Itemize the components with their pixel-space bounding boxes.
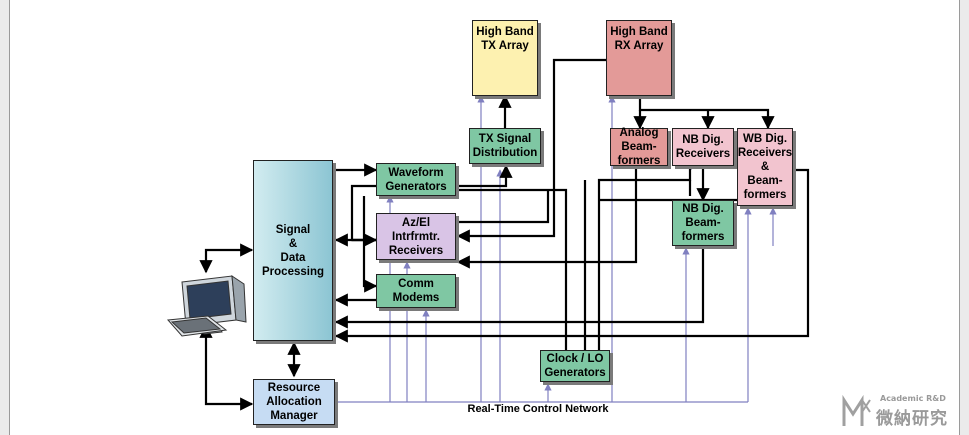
resource-allocation-manager-block: Resource Allocation Manager <box>253 379 335 425</box>
rx-array-block: High Band RX Array <box>606 20 672 96</box>
clock-lo-generators-label: Clock / LO Generators <box>544 353 606 379</box>
clock-lo-generators-block: Clock / LO Generators <box>540 350 610 382</box>
watermark: Academic R&D 微納研究 <box>840 392 960 432</box>
window-frame-right <box>959 0 969 435</box>
comm-modems-block: Comm Modems <box>376 274 456 308</box>
watermark-logo-icon <box>842 394 871 426</box>
waveform-generators-block: Waveform Generators <box>376 163 456 196</box>
comm-modems-label: Comm Modems <box>392 278 440 304</box>
window-frame-left <box>0 0 10 435</box>
rx-array-label: High Band RX Array <box>610 26 668 52</box>
watermark-bottom-text: 微納研究 <box>876 409 948 429</box>
tx-signal-distribution-label: TX Signal Distribution <box>472 133 538 159</box>
waveform-generators-label: Waveform Generators <box>385 166 447 193</box>
nb-receivers-label: NB Dig. Receivers <box>675 134 731 160</box>
signal-data-processing-block: Signal & Data Processing <box>253 160 333 341</box>
wb-receivers-beamformers-block: WB Dig. Receivers & Beam- formers <box>737 128 793 206</box>
nb-receivers-block: NB Dig. Receivers <box>672 128 734 166</box>
network-label: Real-Time Control Network <box>467 403 609 415</box>
azel-receivers-block: Az/El Intrfrmtr. Receivers <box>376 213 456 260</box>
analog-beamformers-label: Analog Beam- formers <box>617 127 661 167</box>
tx-array-label: High Band TX Array <box>476 26 534 52</box>
signal-data-processing-label: Signal & Data Processing <box>262 223 324 278</box>
signal-flow-lines <box>199 58 810 411</box>
nb-beamformers-label: NB Dig. Beam- formers <box>681 203 725 243</box>
wb-receivers-beamformers-label: WB Dig. Receivers & Beam- formers <box>737 133 793 201</box>
tx-array-block: High Band TX Array <box>472 20 538 96</box>
computer-workstation-icon <box>166 275 247 337</box>
watermark-top-text: Academic R&D <box>880 394 946 403</box>
azel-receivers-label: Az/El Intrfrmtr. Receivers <box>388 216 444 257</box>
nb-beamformers-block: NB Dig. Beam- formers <box>672 200 734 246</box>
tx-signal-distribution-block: TX Signal Distribution <box>469 128 541 164</box>
resource-allocation-manager-label: Resource Allocation Manager <box>266 382 322 422</box>
analog-beamformers-block: Analog Beam- formers <box>610 127 668 167</box>
